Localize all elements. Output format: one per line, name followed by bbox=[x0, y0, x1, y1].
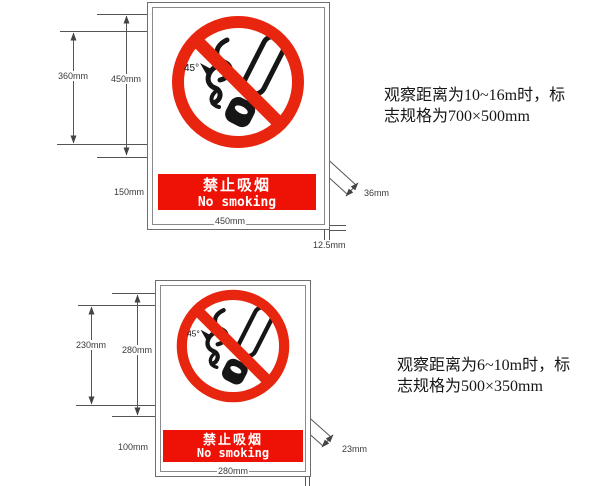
dim-label-border-margin-large: 12.5mm bbox=[312, 240, 347, 250]
note-line: 观察距离为6~10m时，标 bbox=[397, 357, 571, 374]
dim-label-panel-height-small: 280mm bbox=[120, 345, 154, 355]
prohibition-ring bbox=[176, 289, 290, 403]
top-diagram-dimension-lines bbox=[57, 14, 359, 241]
angle-label: 45° bbox=[187, 329, 200, 339]
dim-label-slash-width-large: 36mm bbox=[363, 188, 391, 198]
angle-label: 45° bbox=[184, 63, 199, 74]
dim-label-symbol-height-small: 230mm bbox=[74, 340, 108, 350]
note-line: 志规格为500×350mm bbox=[397, 378, 543, 395]
dim-label-symbol-height-large: 360mm bbox=[56, 71, 90, 81]
note-large-sign: 观察距离为10~16m时，标 志规格为700×500mm bbox=[384, 85, 565, 127]
prohibition-ring bbox=[172, 16, 304, 148]
dim-label-band-height-small: 100mm bbox=[116, 442, 149, 452]
dim-label-band-width-large: 450mm bbox=[213, 216, 247, 226]
band-chinese-text: 禁止吸烟 bbox=[202, 177, 271, 194]
dim-label-band-height-large: 150mm bbox=[112, 187, 145, 197]
name-band-large: 禁止吸烟 No smoking bbox=[158, 174, 316, 210]
angle-arrow-icon bbox=[200, 63, 213, 77]
angle-arrow-icon bbox=[200, 329, 212, 342]
prohibition-slash bbox=[189, 302, 277, 390]
note-line: 志规格为700×500mm bbox=[384, 108, 530, 125]
prohibition-slash bbox=[187, 31, 289, 133]
no-smoking-symbol-large: 45° bbox=[172, 16, 304, 148]
band-english-text: No smoking bbox=[197, 195, 277, 210]
band-chinese-text: 禁止吸烟 bbox=[202, 432, 263, 447]
no-smoking-symbol-small: 45° bbox=[176, 289, 290, 403]
dim-label-band-width-small: 280mm bbox=[216, 466, 250, 476]
dim-label-panel-height-large: 450mm bbox=[109, 74, 143, 84]
name-band-small: 禁止吸烟 No smoking bbox=[163, 430, 303, 462]
note-small-sign: 观察距离为6~10m时，标 志规格为500×350mm bbox=[397, 355, 570, 397]
band-english-text: No smoking bbox=[196, 446, 270, 460]
dim-label-slash-width-small: 23mm bbox=[341, 444, 369, 454]
note-line: 观察距离为10~16m时，标 bbox=[384, 87, 566, 104]
